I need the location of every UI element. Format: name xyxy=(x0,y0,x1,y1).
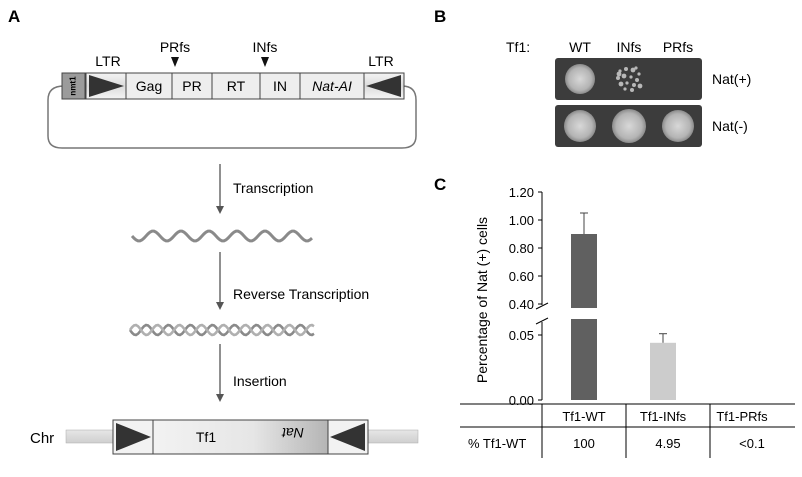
ltr-left-arrow-icon xyxy=(89,75,124,97)
rna-strand xyxy=(130,229,313,243)
prfs-label: PRfs xyxy=(160,39,190,55)
col-infs-label: INfs xyxy=(617,39,642,55)
ltr-left-label: LTR xyxy=(95,53,120,69)
colony xyxy=(630,67,636,73)
step-insertion-label: Insertion xyxy=(233,373,287,389)
bar-break-gap xyxy=(570,308,598,319)
chr-ltr-left-arrow-icon xyxy=(116,423,151,451)
colony xyxy=(635,78,639,82)
dna-strand-2 xyxy=(128,323,315,337)
panel-c-label: C xyxy=(434,175,446,194)
table-value-infs: 4.95 xyxy=(655,436,680,451)
chr-nat-label: Nat xyxy=(281,425,304,441)
colony xyxy=(624,67,628,71)
axis-break-mark xyxy=(535,317,549,325)
segment-in-label: IN xyxy=(273,78,287,94)
spot-wt-nat-minus xyxy=(564,110,596,142)
col-wt-label: WT xyxy=(569,39,591,55)
segment-pr xyxy=(171,72,213,100)
plate-nat-plus xyxy=(555,58,702,100)
y-tick-label: 0.00 xyxy=(509,393,534,408)
ltr-right-label: LTR xyxy=(368,53,393,69)
arrow-insertion-head-icon xyxy=(216,394,224,402)
colony xyxy=(616,71,622,77)
table-row-label: % Tf1-WT xyxy=(468,436,526,451)
panel-b-label: B xyxy=(434,7,446,26)
colony xyxy=(629,75,633,79)
y-tick-label: 1.20 xyxy=(509,185,534,200)
step-transcription-label: Transcription xyxy=(233,180,313,196)
spot-wt-nat-plus xyxy=(565,64,595,94)
strain-label: Tf1: xyxy=(506,39,530,55)
colony xyxy=(630,88,634,92)
segment-rt-label: RT xyxy=(227,78,246,94)
infs-label: INfs xyxy=(253,39,278,55)
spot-prfs-nat-minus xyxy=(662,110,694,142)
segment-in xyxy=(259,72,301,100)
colony xyxy=(637,72,641,76)
prfs-marker-icon xyxy=(171,57,179,67)
colony xyxy=(625,81,629,85)
y-axis-label: Percentage of Nat (+) cells xyxy=(474,217,490,383)
tf1-insert xyxy=(112,419,369,455)
x-category-label: Tf1-INfs xyxy=(640,409,687,424)
colony xyxy=(634,66,638,70)
cdna-helix xyxy=(128,323,315,337)
spot-infs-nat-plus xyxy=(616,66,643,92)
segment-pr-label: PR xyxy=(182,78,201,94)
bar xyxy=(571,234,597,309)
nmt1-promoter xyxy=(61,72,86,100)
chr-ltr-right-arrow-icon xyxy=(330,423,365,451)
colony xyxy=(616,76,620,80)
ltr-right-arrow-icon xyxy=(366,75,401,97)
y-tick-label: 0.60 xyxy=(509,269,534,284)
colony xyxy=(623,87,627,91)
segment-gag-label: Gag xyxy=(136,78,162,94)
colony xyxy=(618,81,624,87)
colony xyxy=(637,83,643,89)
row-nat-plus-label: Nat(+) xyxy=(712,71,751,87)
chr-label: Chr xyxy=(30,430,54,447)
x-category-label: Tf1-PRfs xyxy=(716,409,768,424)
arrow-transcription-head-icon xyxy=(216,206,224,214)
chr-tf1-label: Tf1 xyxy=(196,429,216,445)
spot-infs-nat-minus xyxy=(612,109,646,143)
axis-break-mark xyxy=(535,302,549,310)
colony xyxy=(621,73,627,79)
col-prfs-label: PRfs xyxy=(663,39,693,55)
table-value-prfs: <0.1 xyxy=(739,436,765,451)
panel-a-label: A xyxy=(8,7,20,26)
y-tick-label: 0.80 xyxy=(509,241,534,256)
step-reverse-transcription-label: Reverse Transcription xyxy=(233,286,369,302)
y-tick-label: 0.05 xyxy=(509,328,534,343)
plasmid-backbone xyxy=(47,85,417,149)
nmt1-label: nmt1 xyxy=(69,76,78,96)
arrow-reverse-transcription-head-icon xyxy=(216,302,224,310)
row-nat-minus-label: Nat(-) xyxy=(712,118,748,134)
segment-nat-ai-label: Nat-AI xyxy=(312,78,352,94)
bar xyxy=(571,318,597,400)
table-value-wt: 100 xyxy=(573,436,595,451)
bar xyxy=(650,342,676,400)
y-tick-label: 1.00 xyxy=(509,213,534,228)
x-category-label: Tf1-WT xyxy=(562,409,605,424)
infs-marker-icon xyxy=(261,57,269,67)
colony xyxy=(632,83,636,87)
y-tick-label: 0.40 xyxy=(509,297,534,312)
